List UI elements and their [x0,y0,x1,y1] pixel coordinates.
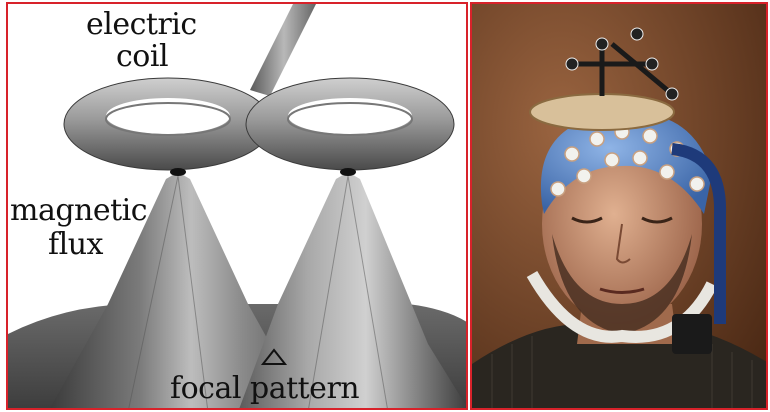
label-focal-pattern: focal pattern [170,374,359,404]
label-electric: electric [86,10,197,40]
label-magnetic: magnetic [10,196,147,226]
label-flux: flux [48,230,103,260]
coil-diagram-panel: electric coil magnetic flux focal patter… [6,2,468,410]
photo-panel [470,2,768,410]
tms-coil [530,94,674,130]
tms-subject-photo [472,4,768,410]
label-coil: coil [116,42,168,72]
